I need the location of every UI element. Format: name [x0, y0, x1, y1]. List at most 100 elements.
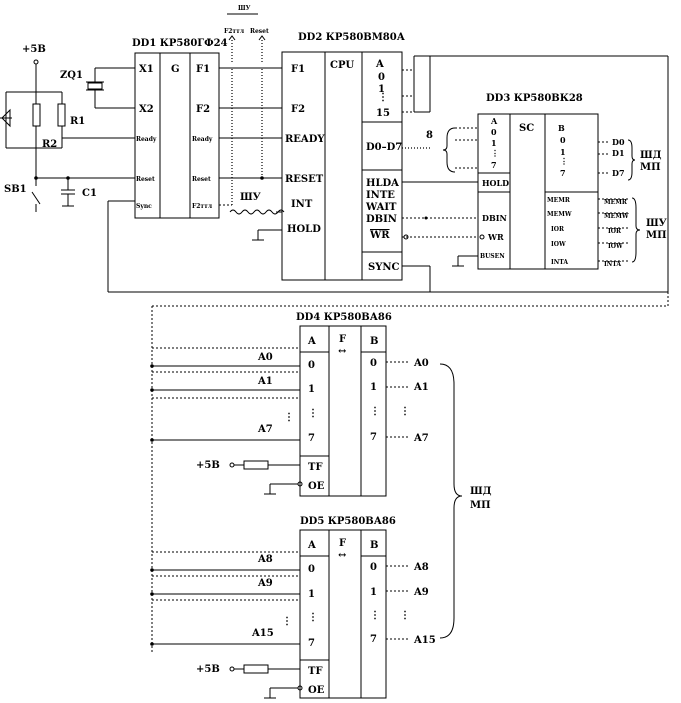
bus-width-8: 8 [426, 130, 433, 141]
dd4-tf: TF [308, 462, 323, 473]
dd5-a-0: 0 [308, 564, 315, 575]
dd1-pin-ready: Ready [136, 136, 157, 143]
dd4-col-a: A [307, 336, 316, 347]
shu-top-bus: ШУ F2ттл Reset [224, 5, 269, 62]
dd4-in-a7: A7 [257, 424, 273, 435]
dd3-a0: 0 [491, 127, 497, 137]
dd3-d1: D1 [612, 148, 625, 158]
dd3-control-outputs: MEMR MEMW IOR IOW INTA ШУ МП [598, 197, 667, 268]
dd5-a-7: 7 [308, 638, 315, 649]
dd4-col-f: F [339, 334, 346, 345]
dd5-in-a9: A9 [257, 578, 273, 589]
dd5-tf: TF [308, 666, 323, 677]
dd2-pin-f2: F2 [291, 104, 305, 115]
dd5-a-1: 1 [308, 589, 315, 600]
vcc-label: +5B [22, 44, 46, 55]
shu-int-label: ШУ [240, 192, 261, 203]
dd5-out-a15: A15 [413, 635, 436, 646]
svg-text:⋮: ⋮ [560, 156, 568, 166]
dd2-pin-reset: RESET [285, 174, 324, 185]
dd5-in-a8: A8 [257, 554, 273, 565]
dd1-pin-x1: X1 [139, 64, 154, 75]
dd2-pin-hold: HOLD [287, 224, 321, 235]
ctrl-iow: IOW [608, 243, 623, 250]
dd2-pin-wait: WAIT [365, 202, 397, 213]
dd5-oe: OE [308, 685, 325, 696]
dd5-b-0: 0 [370, 562, 377, 573]
svg-text:⋮: ⋮ [308, 612, 318, 623]
dd3-title: DD3 КР580ВК28 [486, 93, 583, 104]
dd4-a-1: 1 [308, 384, 315, 395]
dd2-pin-sync: SYNC [368, 262, 400, 273]
dd2-pin-f1: F1 [291, 64, 305, 75]
dd3-d0: D0 [612, 137, 625, 147]
dd3-b: B [558, 123, 565, 133]
ctrl-ior: IOR [608, 228, 622, 235]
dd5-b-7: 7 [370, 634, 377, 645]
dd4-b-7: 7 [370, 432, 377, 443]
dd2-title: DD2 КР580ВМ80А [298, 32, 406, 43]
svg-text:⋮: ⋮ [378, 92, 388, 103]
dd3-a7: 7 [491, 160, 497, 170]
dd1-title: DD1 КР580ГФ24 [132, 38, 228, 49]
dd1-pin-sync: Sync [136, 203, 152, 210]
dd2-pin-hlda: HLDA [366, 178, 399, 189]
ctrl-inta: INTA [604, 261, 621, 268]
zq1-label: ZQ1 [60, 70, 83, 81]
dd4-in-a1: A1 [257, 376, 273, 387]
svg-text:⋮: ⋮ [400, 610, 410, 621]
dd1-pin-ready-out: Ready [192, 136, 213, 143]
dd5-col-b: B [370, 540, 378, 551]
shu-top-label: ШУ [238, 5, 251, 12]
crystal-zq1: ZQ1 [60, 67, 135, 109]
dd1-pin-f1: F1 [196, 64, 210, 75]
dd5-out-a9: A9 [413, 587, 429, 598]
dd4-b-0: 0 [370, 358, 377, 369]
ctrl-memw: MEMW [604, 213, 629, 220]
dd2-addr-0: 0 [378, 72, 385, 83]
dd2-cpu: DD2 КР580ВМ80А CPU F1 F2 READY RESET INT… [281, 32, 406, 281]
dd3-pin-busen: BUSEN [480, 253, 505, 260]
svg-text:⋮: ⋮ [370, 406, 380, 417]
ctrl-bus-mp: МП [646, 230, 667, 241]
dd3-d7: D7 [612, 168, 625, 178]
dd2-addr-1: 1 [378, 84, 385, 95]
dd4-vcc: +5B [196, 460, 220, 471]
dd5-vcc: +5B [196, 664, 220, 675]
dd4-oe: OE [308, 481, 325, 492]
dd2-pin-inte: INTE [366, 190, 395, 201]
dd3-a1: 1 [491, 138, 497, 148]
dd4-a-7: 7 [308, 433, 315, 444]
dd3-pin-memr: MEMR [547, 197, 571, 204]
dd5-address-buffer-high: DD5 КР580ВА86 A F ↔ B 0 1 ⋮ 7 0 1 ⋮ 7 TF… [299, 516, 396, 699]
dd2-pin-wr: WR [369, 230, 390, 241]
dd4-address-buffer-low: DD4 КР580ВА86 A F ↔ B 0 1 ⋮ 7 0 1 ⋮ 7 TF… [296, 312, 392, 497]
dd1-center: G [171, 64, 180, 75]
dd4-arrow: ↔ [338, 346, 347, 357]
svg-text:⋮: ⋮ [282, 616, 292, 627]
dd5-in-a15: A15 [251, 628, 274, 639]
svg-text:⋮: ⋮ [491, 148, 499, 158]
dd2-pin-int: INT [291, 199, 313, 210]
dd4-b-1: 1 [370, 382, 377, 393]
dd2-pin-dbin: DBIN [366, 214, 397, 225]
ctrl-memr: MEMR [604, 199, 628, 206]
dd1-pin-reset-out: Reset [192, 176, 211, 183]
dd3-center: SC [519, 123, 534, 134]
dd3-a: A [490, 116, 498, 126]
dd4-out-a0: A0 [413, 358, 429, 369]
shu-top-f2ttl: F2ттл [224, 28, 245, 35]
r1-label: R1 [70, 116, 85, 127]
dd2-data: D0–D7 [366, 142, 402, 153]
dd3-pin-dbin: DBIN [482, 213, 507, 223]
svg-text:⋮: ⋮ [400, 406, 410, 417]
shu-top-reset: Reset [250, 28, 269, 35]
dd4-col-b: B [370, 336, 378, 347]
dd4-out-a7: A7 [413, 433, 429, 444]
dd4-title: DD4 КР580ВА86 [296, 312, 392, 323]
dd5-col-f: F [339, 538, 346, 549]
dd3-pin-ior: IOR [551, 226, 565, 233]
dd3-b0: 0 [560, 135, 566, 145]
dd4-a-0: 0 [308, 360, 315, 371]
